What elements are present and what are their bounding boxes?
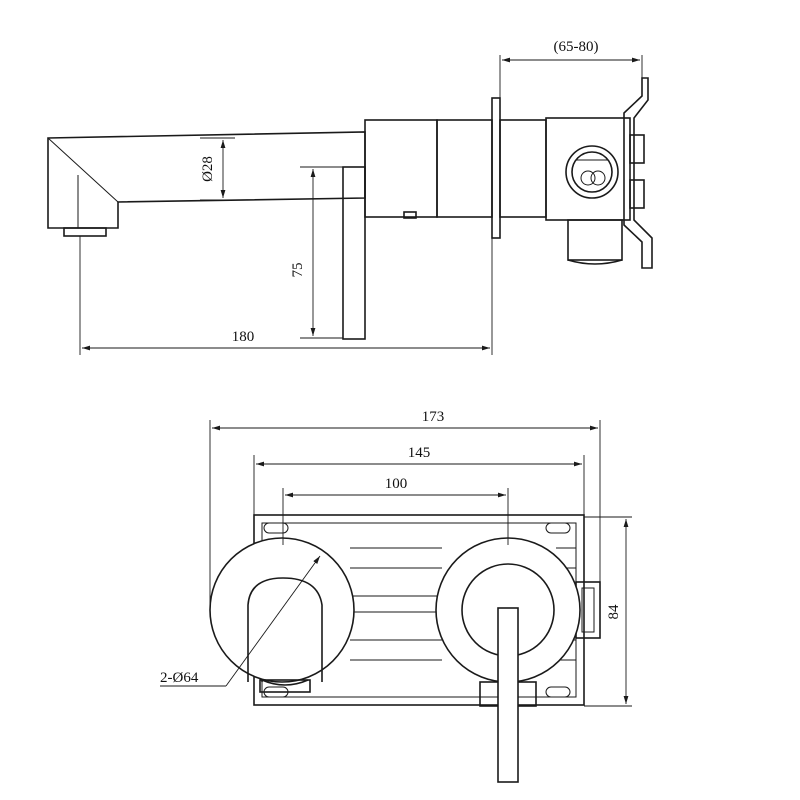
dim-backplate-width: 145 [253,445,585,515]
label-backplate-width: 145 [408,445,431,461]
label-plate-height: 84 [606,604,622,620]
dim-cover-diameter: 2-Ø64 [160,555,321,687]
mounting-bracket [623,77,653,269]
spout [47,131,366,237]
dim-spout-length: 180 [79,236,493,355]
body-cylinder [364,119,493,219]
dim-plate-height: 84 [584,516,632,707]
sleeve [499,119,547,218]
side-handle [342,166,366,340]
label-center-distance: 100 [385,476,408,492]
dim-spout-diameter: Ø28 [200,137,235,201]
right-cover-plate [435,537,581,783]
label-spout-diameter: Ø28 [200,156,216,182]
left-cover-plate [209,537,355,693]
label-handle-height: 75 [290,263,306,278]
front-view: 173 145 100 84 2-Ø64 [160,409,632,783]
dim-handle-height: 75 [290,166,343,339]
label-cover-diameter: 2-Ø64 [160,670,199,686]
valve-body [545,117,645,265]
label-spout-length: 180 [232,329,255,345]
dim-wall-depth: (65-80) [499,39,643,98]
dim-plate-width: 173 [209,409,601,610]
side-view: (65-80) Ø28 75 180 [47,39,653,355]
label-plate-width: 173 [422,409,445,425]
dim-center-distance: 100 [282,476,509,545]
wall-flange [491,97,501,239]
label-wall-depth: (65-80) [554,39,599,55]
